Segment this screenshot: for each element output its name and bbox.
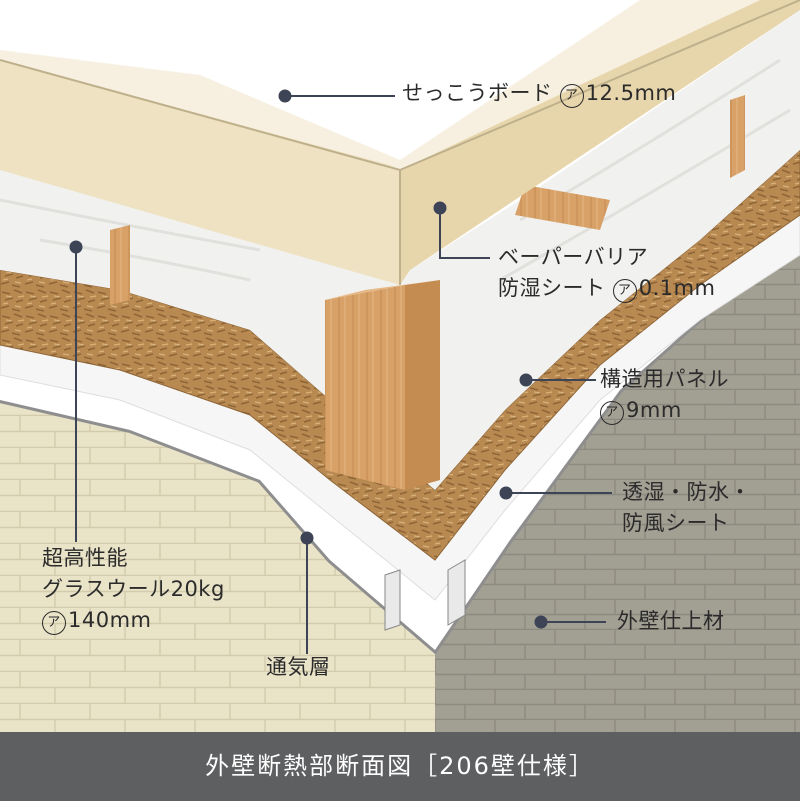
- thickness-mark-icon: ア: [600, 401, 624, 425]
- stud-front: [325, 285, 405, 490]
- ventilation-layer: [0, 230, 800, 650]
- caption-bar: 外壁断熱部断面図［206壁仕様］: [0, 732, 800, 801]
- gypsum-board-top: [0, 0, 760, 170]
- siding-right-face: [435, 230, 800, 732]
- label-ventilation-layer: 通気層: [266, 655, 331, 679]
- stud-right: [515, 185, 610, 230]
- label-breathable-sheet: 透湿・防水・ 防風シート: [622, 480, 751, 535]
- corner-trim: [384, 569, 401, 631]
- siding-left-face: [0, 400, 435, 732]
- gypsum-board-front: [0, 60, 400, 285]
- gypsum-board-side: [400, 0, 800, 285]
- thickness-mark-icon: ア: [612, 279, 637, 303]
- thickness-mark-icon: ア: [559, 84, 584, 108]
- stud-far: [730, 95, 745, 178]
- stud-front-side: [405, 280, 440, 490]
- corner-trim-2: [447, 559, 466, 626]
- thickness-mark-icon: ア: [42, 611, 66, 635]
- diagram-title: 外壁断熱部断面図［206壁仕様］: [205, 752, 595, 780]
- stud-left: [110, 225, 130, 305]
- wall-section-illustration: [0, 0, 800, 732]
- label-exterior-finish: 外壁仕上材: [617, 609, 725, 633]
- leader-lines: [69, 89, 612, 654]
